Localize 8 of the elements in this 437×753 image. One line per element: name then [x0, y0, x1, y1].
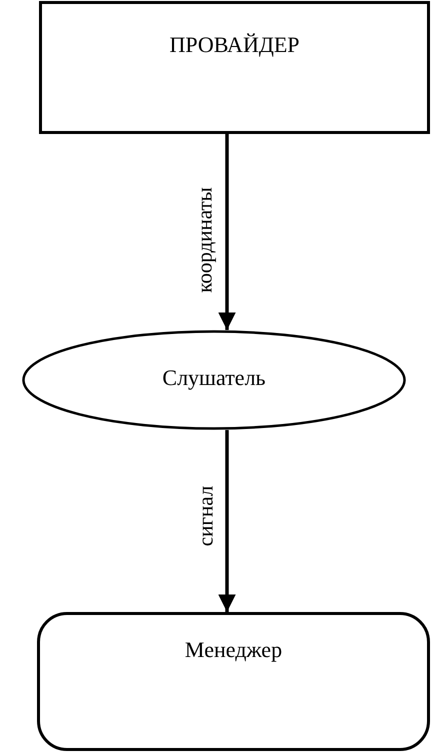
arrow [218, 430, 236, 612]
node-label: Слушатель [161, 365, 267, 391]
node-label: Менеджер [184, 637, 284, 663]
arrow [218, 134, 236, 330]
node-label: ПРОВАЙДЕР [168, 32, 301, 58]
process-ellipse [22, 330, 406, 430]
process-box [39, 1, 430, 134]
process-box [37, 612, 430, 751]
